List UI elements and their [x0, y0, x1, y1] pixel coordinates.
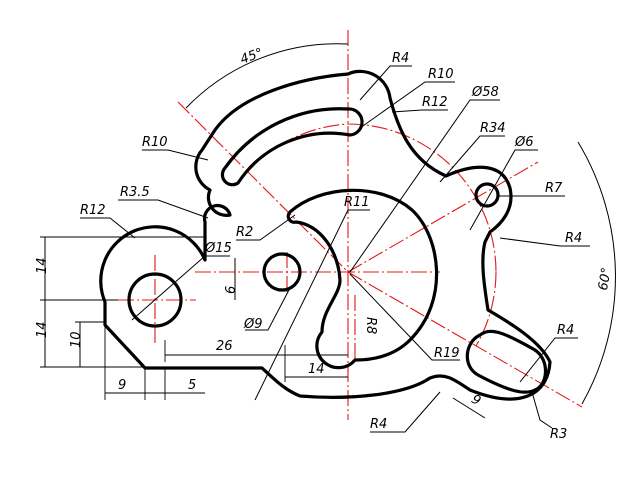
label-14-bottom: 14 [35, 321, 50, 338]
leader-r10-slot [359, 81, 455, 129]
pcd-arc-r34 [347, 123, 497, 273]
leader-r34 [439, 135, 505, 183]
label-d15: Ø15 [204, 241, 232, 256]
curved-slot [220, 107, 364, 187]
label-r8: R8 [363, 317, 378, 334]
label-r4-top: R4 [392, 51, 409, 66]
label-d9: Ø9 [243, 317, 263, 332]
leader-d9 [245, 287, 291, 331]
diagonal-45-centerline [177, 101, 349, 273]
dim-9-slot [452, 397, 486, 419]
leader-r4-slot [519, 337, 578, 383]
label-r7: R7 [545, 181, 563, 196]
label-r4-slot: R4 [557, 323, 574, 338]
label-14-top: 14 [35, 257, 50, 274]
straight-slot [465, 329, 548, 394]
label-r2: R2 [236, 225, 253, 240]
leader-r11 [254, 209, 370, 401]
leader-r4-right [499, 237, 590, 247]
leader-d6 [469, 149, 538, 231]
label-d6: Ø6 [514, 135, 534, 150]
label-10: 10 [69, 331, 84, 348]
label-r11: R11 [344, 195, 370, 210]
leader-r19 [349, 273, 460, 361]
label-d58: Ø58 [471, 85, 499, 100]
label-14-center: 14 [308, 362, 325, 377]
leader-r2 [236, 214, 296, 241]
leader-d15 [131, 255, 230, 321]
dimension-lines [40, 43, 616, 433]
label-r19: R19 [434, 346, 460, 361]
leader-r3-5 [118, 199, 209, 219]
label-r34: R34 [480, 121, 506, 136]
leader-r4-top [359, 65, 412, 101]
label-9-slot: 9 [469, 392, 484, 409]
object-lines [99, 69, 552, 401]
label-6: 6 [224, 286, 239, 294]
hole-d6 [474, 182, 500, 208]
left-hole-d15 [127, 272, 183, 328]
leader-r12-slot [391, 109, 448, 113]
dimension-labels: 45° 60° R4 R10 R12 Ø58 R34 Ø6 R10 R7 R3.… [35, 46, 615, 442]
label-r10-left: R10 [142, 135, 168, 150]
label-26: 26 [216, 339, 233, 354]
label-r3-5: R3.5 [120, 185, 150, 200]
inner-cutout [286, 188, 439, 370]
outer-contour [99, 69, 552, 401]
label-r12-left: R12 [80, 203, 106, 218]
label-5-bottom: 5 [188, 378, 196, 393]
center-lines [118, 30, 583, 420]
label-r3: R3 [550, 427, 567, 442]
leader-r4-bottom [370, 391, 441, 433]
label-r10-slot: R10 [428, 67, 454, 82]
label-angle-45: 45° [238, 46, 265, 68]
label-r4-right: R4 [565, 231, 582, 246]
label-r12-slot: R12 [422, 95, 448, 110]
leader-r12-left [80, 217, 136, 239]
leader-r3 [531, 391, 553, 429]
label-9-bottom: 9 [118, 378, 126, 393]
leader-d58 [349, 99, 500, 273]
angle-45-arc [185, 43, 349, 109]
leader-r10-left [142, 149, 209, 161]
small-hole-d9 [262, 252, 302, 292]
angle-60-arc [577, 141, 616, 405]
label-r4-bottom: R4 [370, 417, 387, 432]
label-angle-60: 60° [596, 266, 615, 291]
